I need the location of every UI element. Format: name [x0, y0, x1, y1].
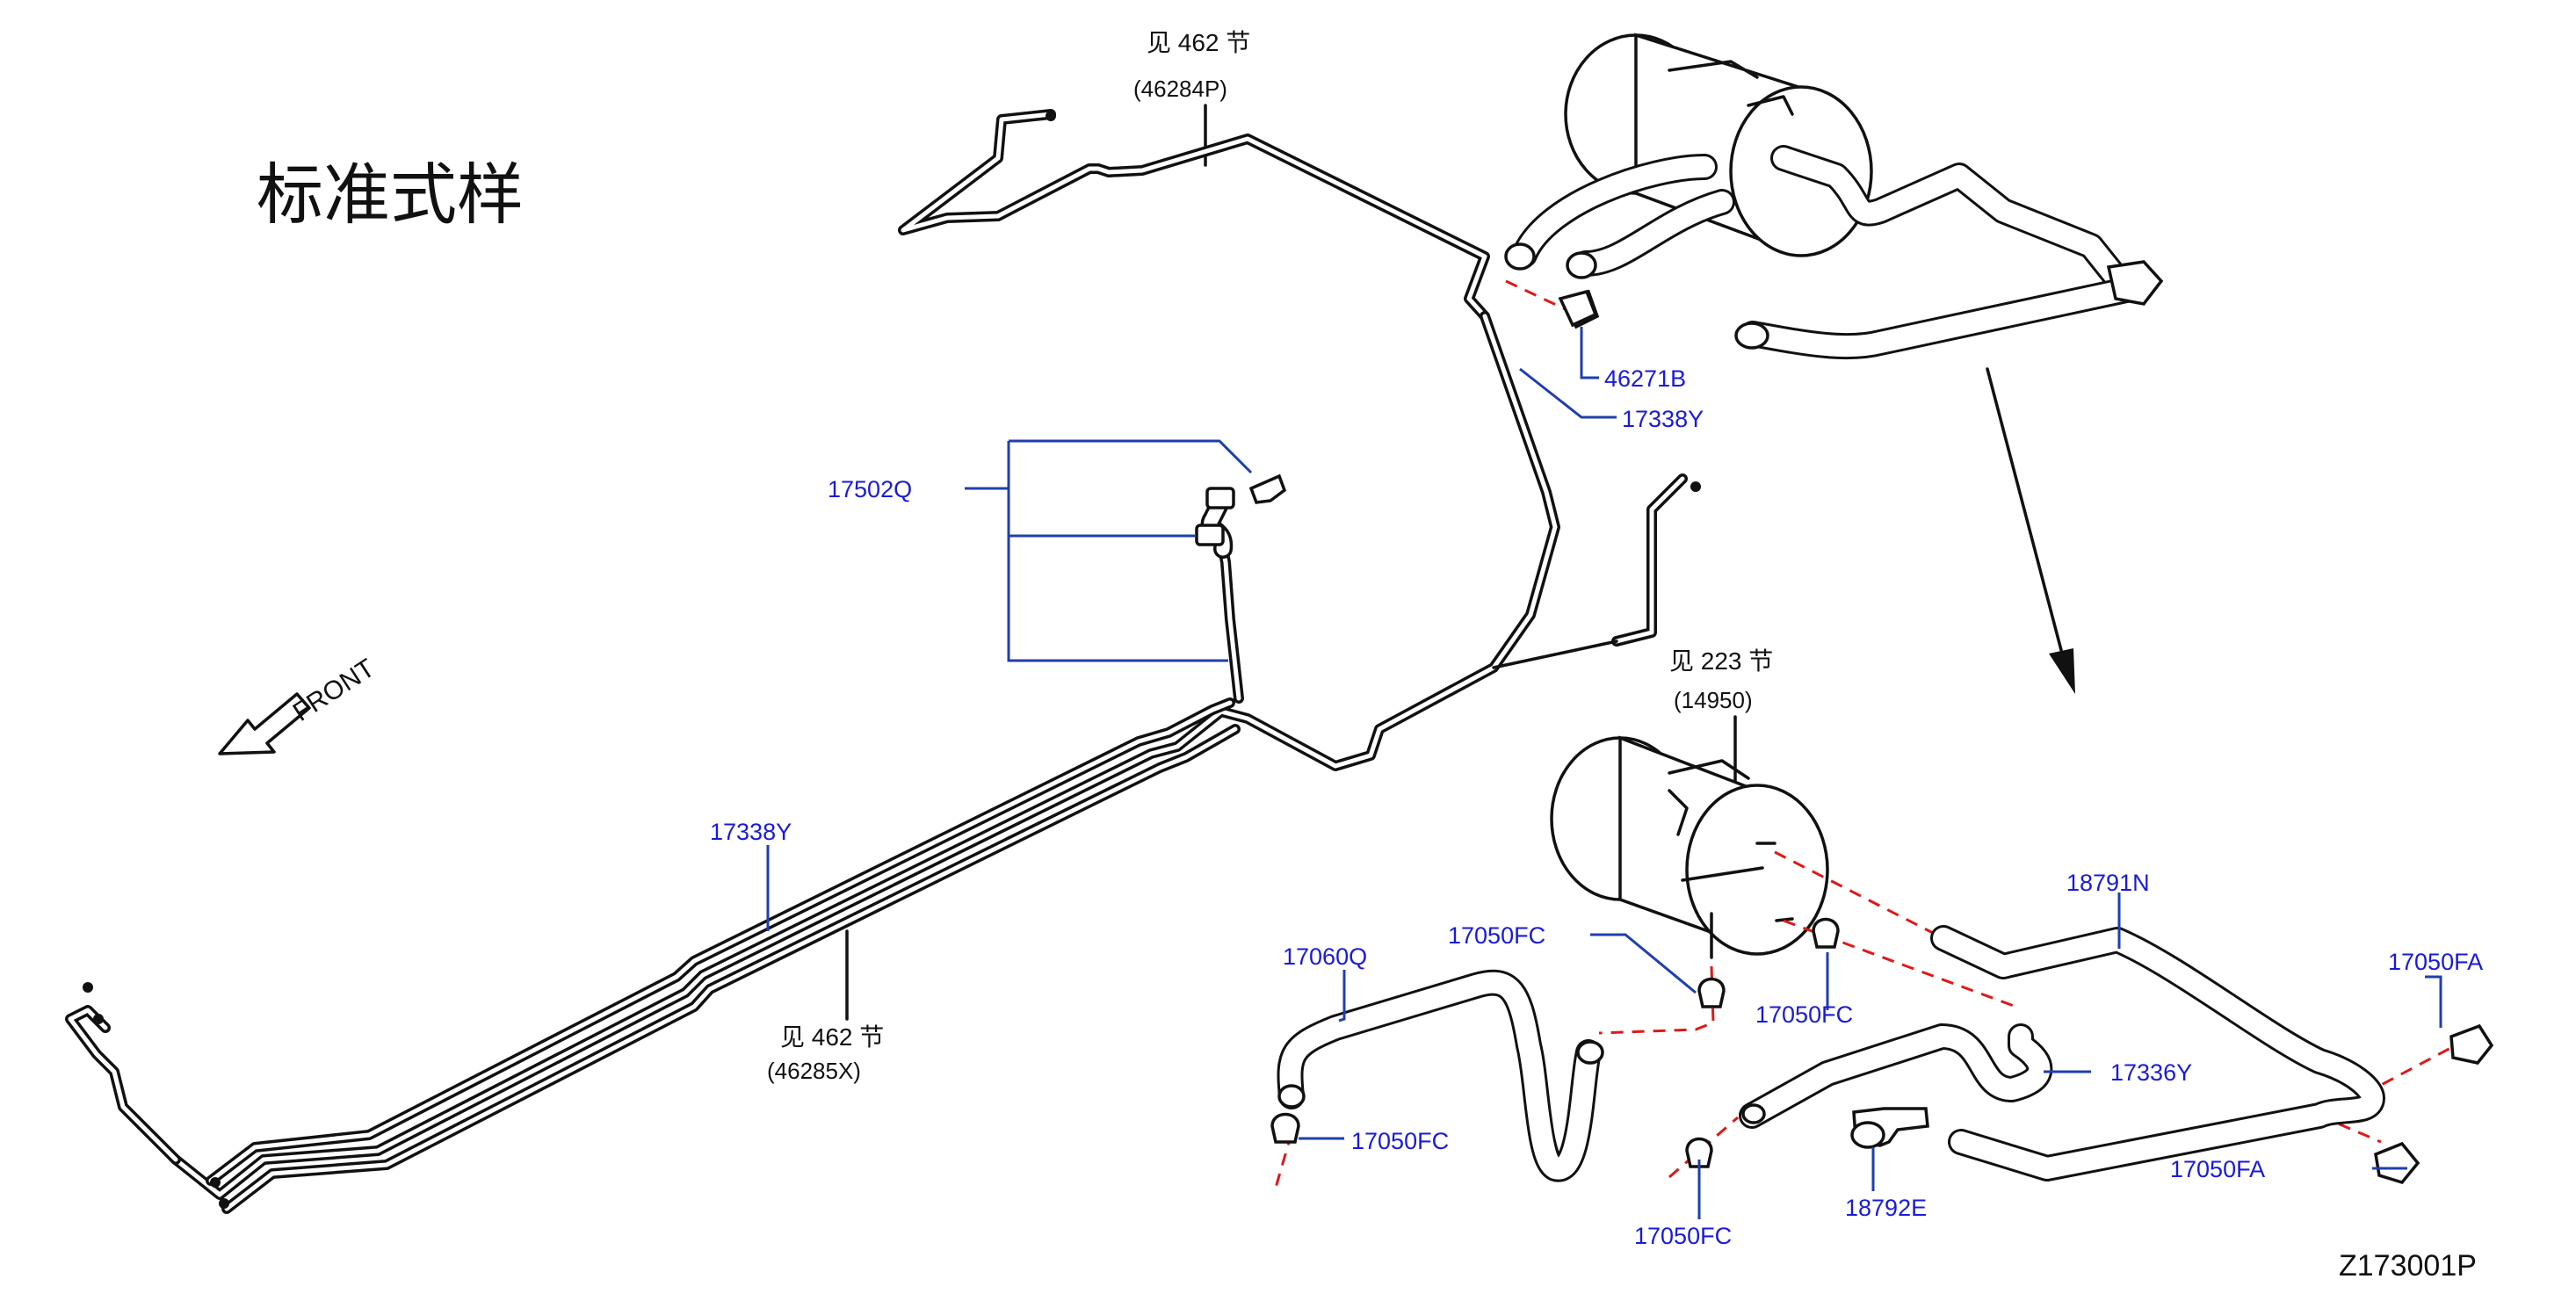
hose-17060Q: [1277, 969, 1604, 1182]
connector-18792E: [1850, 1107, 1929, 1149]
part-label-17050FC-c[interactable]: 17050FC: [1351, 1128, 1449, 1154]
clip-46271B: [1558, 289, 1598, 328]
clamp-17050FC-b: [1697, 977, 1726, 1008]
section-ref-see-bottom: 见 462 节: [780, 1023, 884, 1051]
section-ref-code-bottom: (46285X): [767, 1058, 861, 1084]
exploded-view-arrow-icon: [1986, 367, 2075, 694]
part-label-46271B[interactable]: 46271B: [1604, 365, 1686, 392]
front-arrow-icon: [218, 692, 311, 755]
section-ref-see-top: 见 462 节: [1147, 29, 1250, 56]
canister-upper: [1504, 33, 2164, 360]
hose-17336Y: [1739, 1023, 2053, 1129]
part-label-17338Y-top[interactable]: 17338Y: [1622, 406, 1704, 432]
clamp-17050FC-d: [1685, 1137, 1713, 1168]
clamp-17050FC-a: [1270, 1112, 1300, 1144]
part-label-17050FC-d[interactable]: 17050FC: [1634, 1223, 1732, 1249]
part-label-17060Q[interactable]: 17060Q: [1283, 943, 1367, 970]
part-number-leaders: [766, 327, 2442, 1219]
clamp-17050FA-b: [2374, 1141, 2420, 1185]
tube-17502Q: [1195, 473, 1287, 704]
part-label-18791N[interactable]: 18791N: [2066, 870, 2150, 896]
main-tube-bundle-17338Y: [65, 311, 1701, 1214]
hose-18791N: [1930, 925, 2385, 1182]
upper-tube-46284P: [898, 109, 1490, 322]
part-label-17050FC-a[interactable]: 17050FC: [1448, 922, 1545, 949]
canister-lower: [1550, 735, 1829, 959]
section-ref-see-canister: 见 223 节: [1669, 647, 1773, 675]
part-label-17338Y-left[interactable]: 17338Y: [710, 819, 792, 845]
section-ref-code-top: (46284P): [1133, 76, 1227, 102]
clamp-17050FC-c: [1812, 917, 1840, 949]
part-label-17050FA-b[interactable]: 17050FA: [2170, 1156, 2265, 1182]
clamp-17050FA-a: [2449, 1023, 2494, 1065]
section-ref-code-canister: (14950): [1674, 687, 1753, 713]
part-label-17050FC-b[interactable]: 17050FC: [1755, 1001, 1853, 1028]
part-label-17502Q[interactable]: 17502Q: [828, 476, 912, 502]
diagram-title: 标准式样: [257, 155, 524, 234]
front-label: FRONT: [288, 654, 380, 727]
part-label-17336Y[interactable]: 17336Y: [2110, 1059, 2192, 1086]
part-label-18792E[interactable]: 18792E: [1845, 1195, 1927, 1221]
drawing-code: Z173001P: [2339, 1249, 2477, 1283]
part-label-17050FA-a[interactable]: 17050FA: [2388, 949, 2483, 975]
